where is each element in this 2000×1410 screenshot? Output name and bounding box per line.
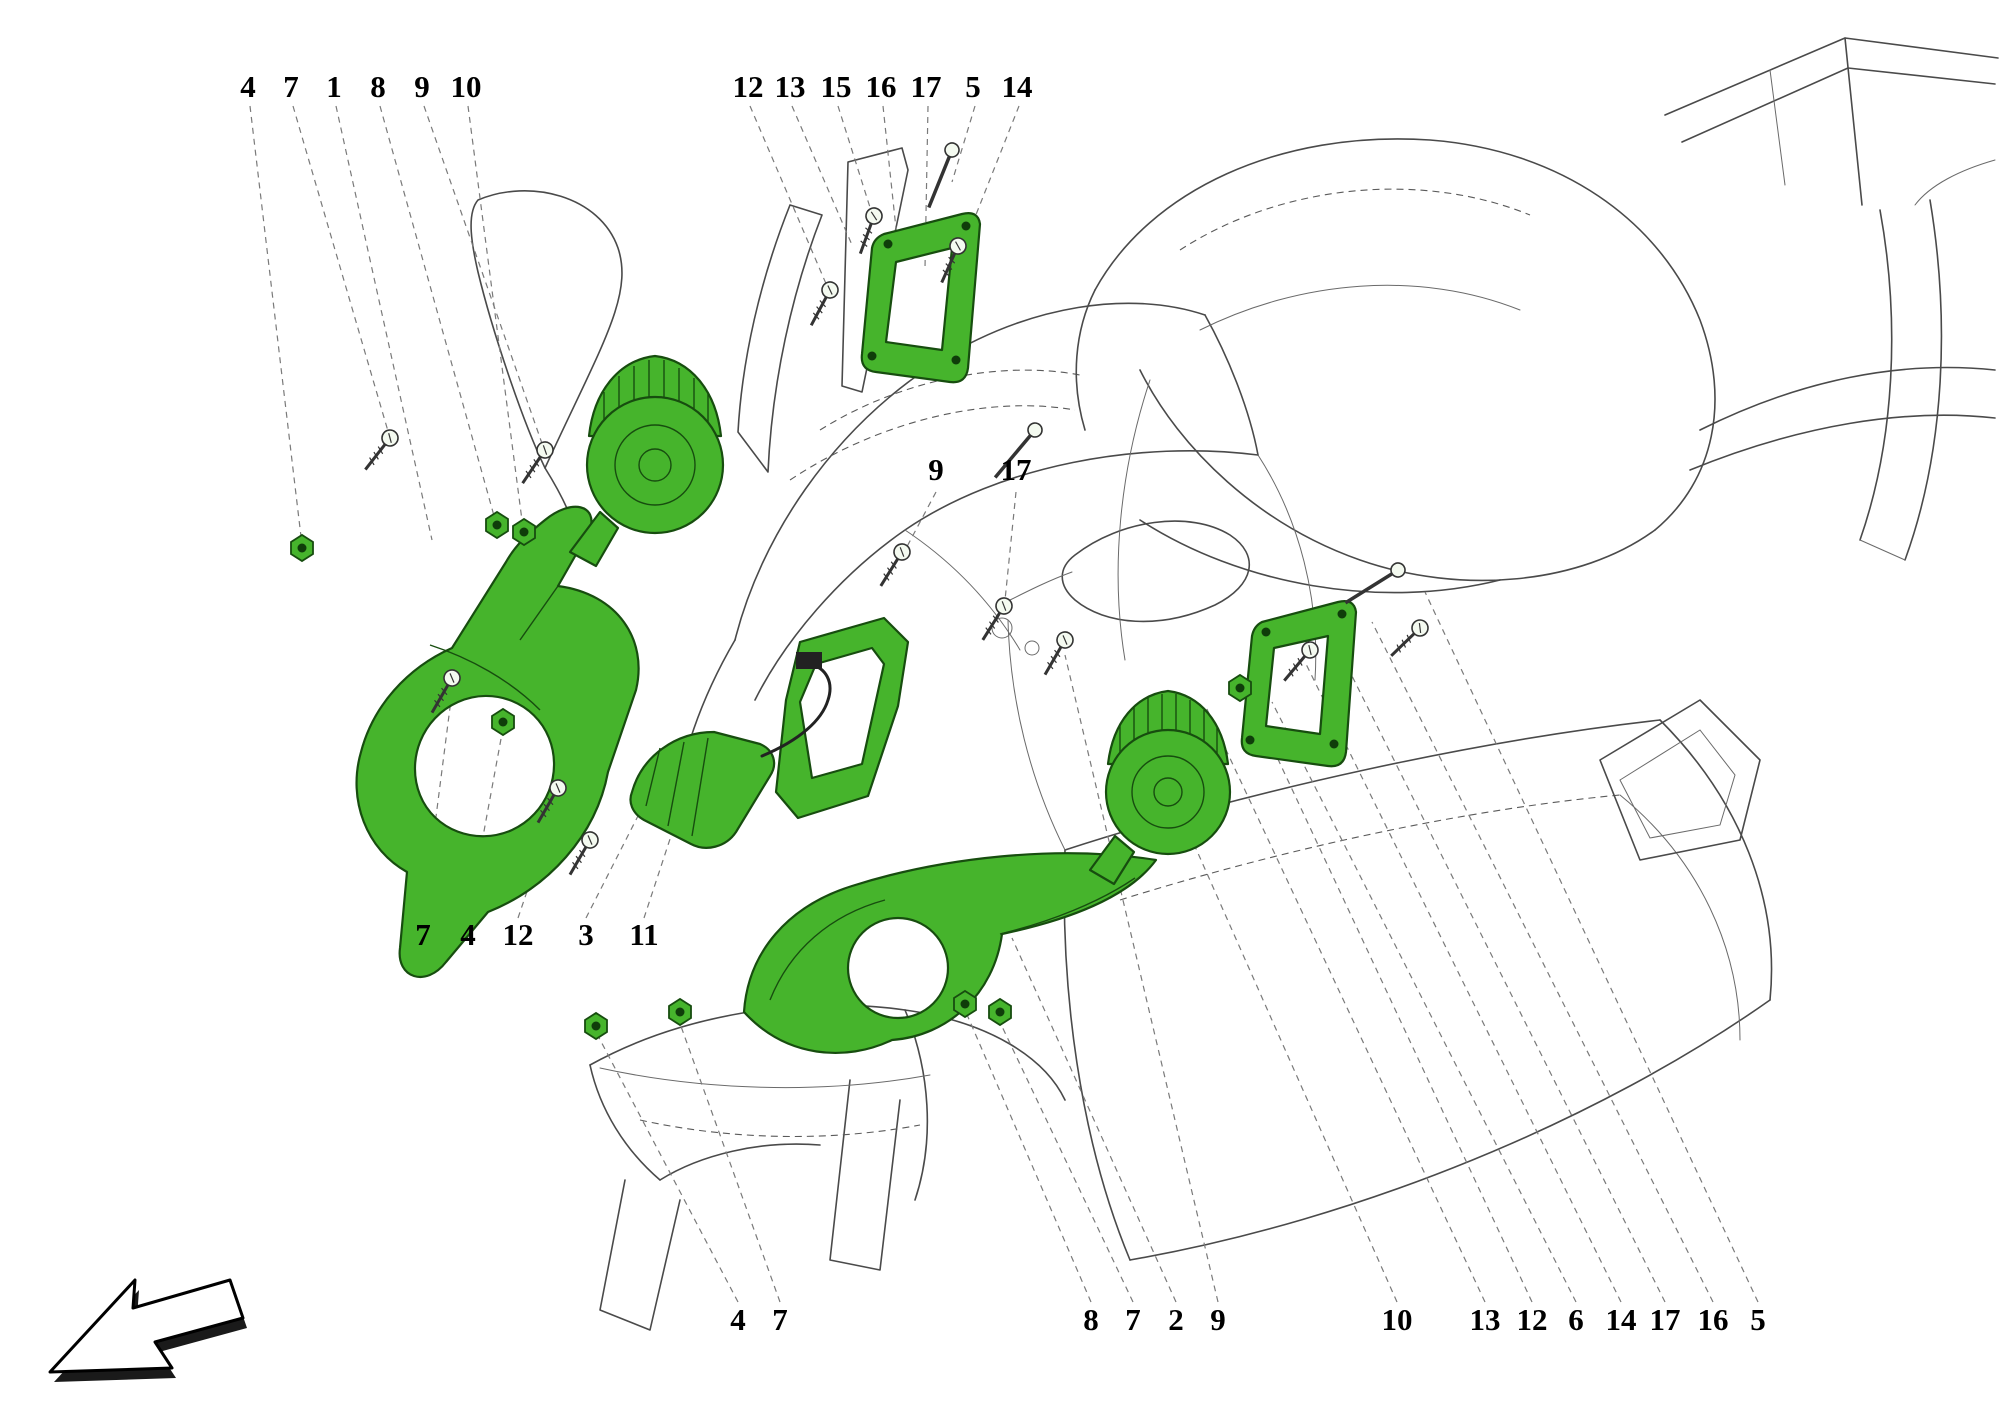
callout-label: 9 xyxy=(928,452,944,487)
callout-label: 12 xyxy=(733,69,764,104)
callout-label: 14 xyxy=(1002,69,1033,104)
headlight-cover-bottom xyxy=(742,852,1158,1054)
horn-left xyxy=(568,354,725,568)
screw-icon xyxy=(1384,615,1433,664)
callout-label: 7 xyxy=(283,69,299,104)
callout-label: 2 xyxy=(1168,1302,1184,1337)
callout-label: 4 xyxy=(240,69,256,104)
nut-icon xyxy=(953,990,977,1018)
callout-label: 17 xyxy=(911,69,942,104)
fog-lamp-body xyxy=(629,730,776,849)
callout-label: 7 xyxy=(415,917,431,952)
callout-label: 13 xyxy=(1470,1302,1501,1337)
callout-label: 7 xyxy=(772,1302,788,1337)
bolt-icon xyxy=(1339,558,1410,611)
nut-icon xyxy=(1228,674,1252,702)
callout-label: 9 xyxy=(414,69,430,104)
headlight-bracket-left xyxy=(355,505,640,979)
callout-label: 10 xyxy=(1382,1302,1413,1337)
nut-icon xyxy=(491,708,515,736)
frame-bracket-center-body xyxy=(774,616,910,820)
callout-label: 11 xyxy=(629,917,658,952)
mounting-plate-right xyxy=(1240,600,1358,768)
callout-label: 16 xyxy=(866,69,897,104)
callout-label: 8 xyxy=(1083,1302,1099,1337)
mounting-plate-top-body xyxy=(860,212,982,384)
fog-lamp xyxy=(629,652,832,849)
callout-label: 8 xyxy=(370,69,386,104)
callout-labels: 4 7 1 8 9 10 12 13 15 16 17 5 14 9 17 7 … xyxy=(240,69,1766,1337)
direction-arrow-icon xyxy=(48,1278,247,1382)
screw-icon xyxy=(1036,627,1078,681)
nut-icon xyxy=(584,1012,608,1040)
nut-icon xyxy=(485,511,509,539)
nut-icon xyxy=(512,518,536,546)
callout-label: 10 xyxy=(451,69,482,104)
callout-label: 5 xyxy=(1750,1302,1766,1337)
headlight-bracket-left-body xyxy=(355,505,640,979)
screw-icon xyxy=(357,425,403,476)
screw-icon xyxy=(802,277,843,331)
callout-label: 14 xyxy=(1606,1302,1637,1337)
callout-label: 6 xyxy=(1568,1302,1584,1337)
callout-label: 1 xyxy=(326,69,342,104)
callout-label: 12 xyxy=(503,917,534,952)
mirror-left-outline xyxy=(470,189,623,469)
callout-label: 4 xyxy=(730,1302,746,1337)
nut-icon xyxy=(668,998,692,1026)
leader-lines xyxy=(249,105,1759,1303)
callout-label: 17 xyxy=(1650,1302,1681,1337)
horn-right-mount-tab xyxy=(1088,834,1136,886)
headlight-cover-bottom-body xyxy=(742,852,1158,1054)
horn-right xyxy=(1088,689,1232,886)
mirror-right-outline xyxy=(1061,520,1251,623)
callout-label: 13 xyxy=(775,69,806,104)
horn-right-body xyxy=(1104,728,1232,856)
nut-icon xyxy=(290,534,314,562)
callout-label: 15 xyxy=(821,69,852,104)
callout-label: 16 xyxy=(1698,1302,1729,1337)
callout-label: 4 xyxy=(460,917,476,952)
vehicle-line-art xyxy=(470,37,1999,1331)
callout-label: 5 xyxy=(965,69,981,104)
callout-label: 9 xyxy=(1210,1302,1226,1337)
mounting-plate-top xyxy=(860,212,982,384)
fog-lamp-connector xyxy=(796,652,822,669)
callout-label: 17 xyxy=(1001,452,1032,487)
bolt-icon xyxy=(920,139,963,212)
fog-lamp-wire xyxy=(760,662,832,758)
callout-label: 7 xyxy=(1125,1302,1141,1337)
nut-icon xyxy=(988,998,1012,1026)
mounting-plate-right-body xyxy=(1240,600,1358,768)
frame-bracket-center xyxy=(774,616,910,820)
callout-label: 12 xyxy=(1517,1302,1548,1337)
horn-left-body xyxy=(585,395,725,535)
callout-label: 3 xyxy=(578,917,594,952)
horn-left-mount-tab xyxy=(568,510,620,568)
